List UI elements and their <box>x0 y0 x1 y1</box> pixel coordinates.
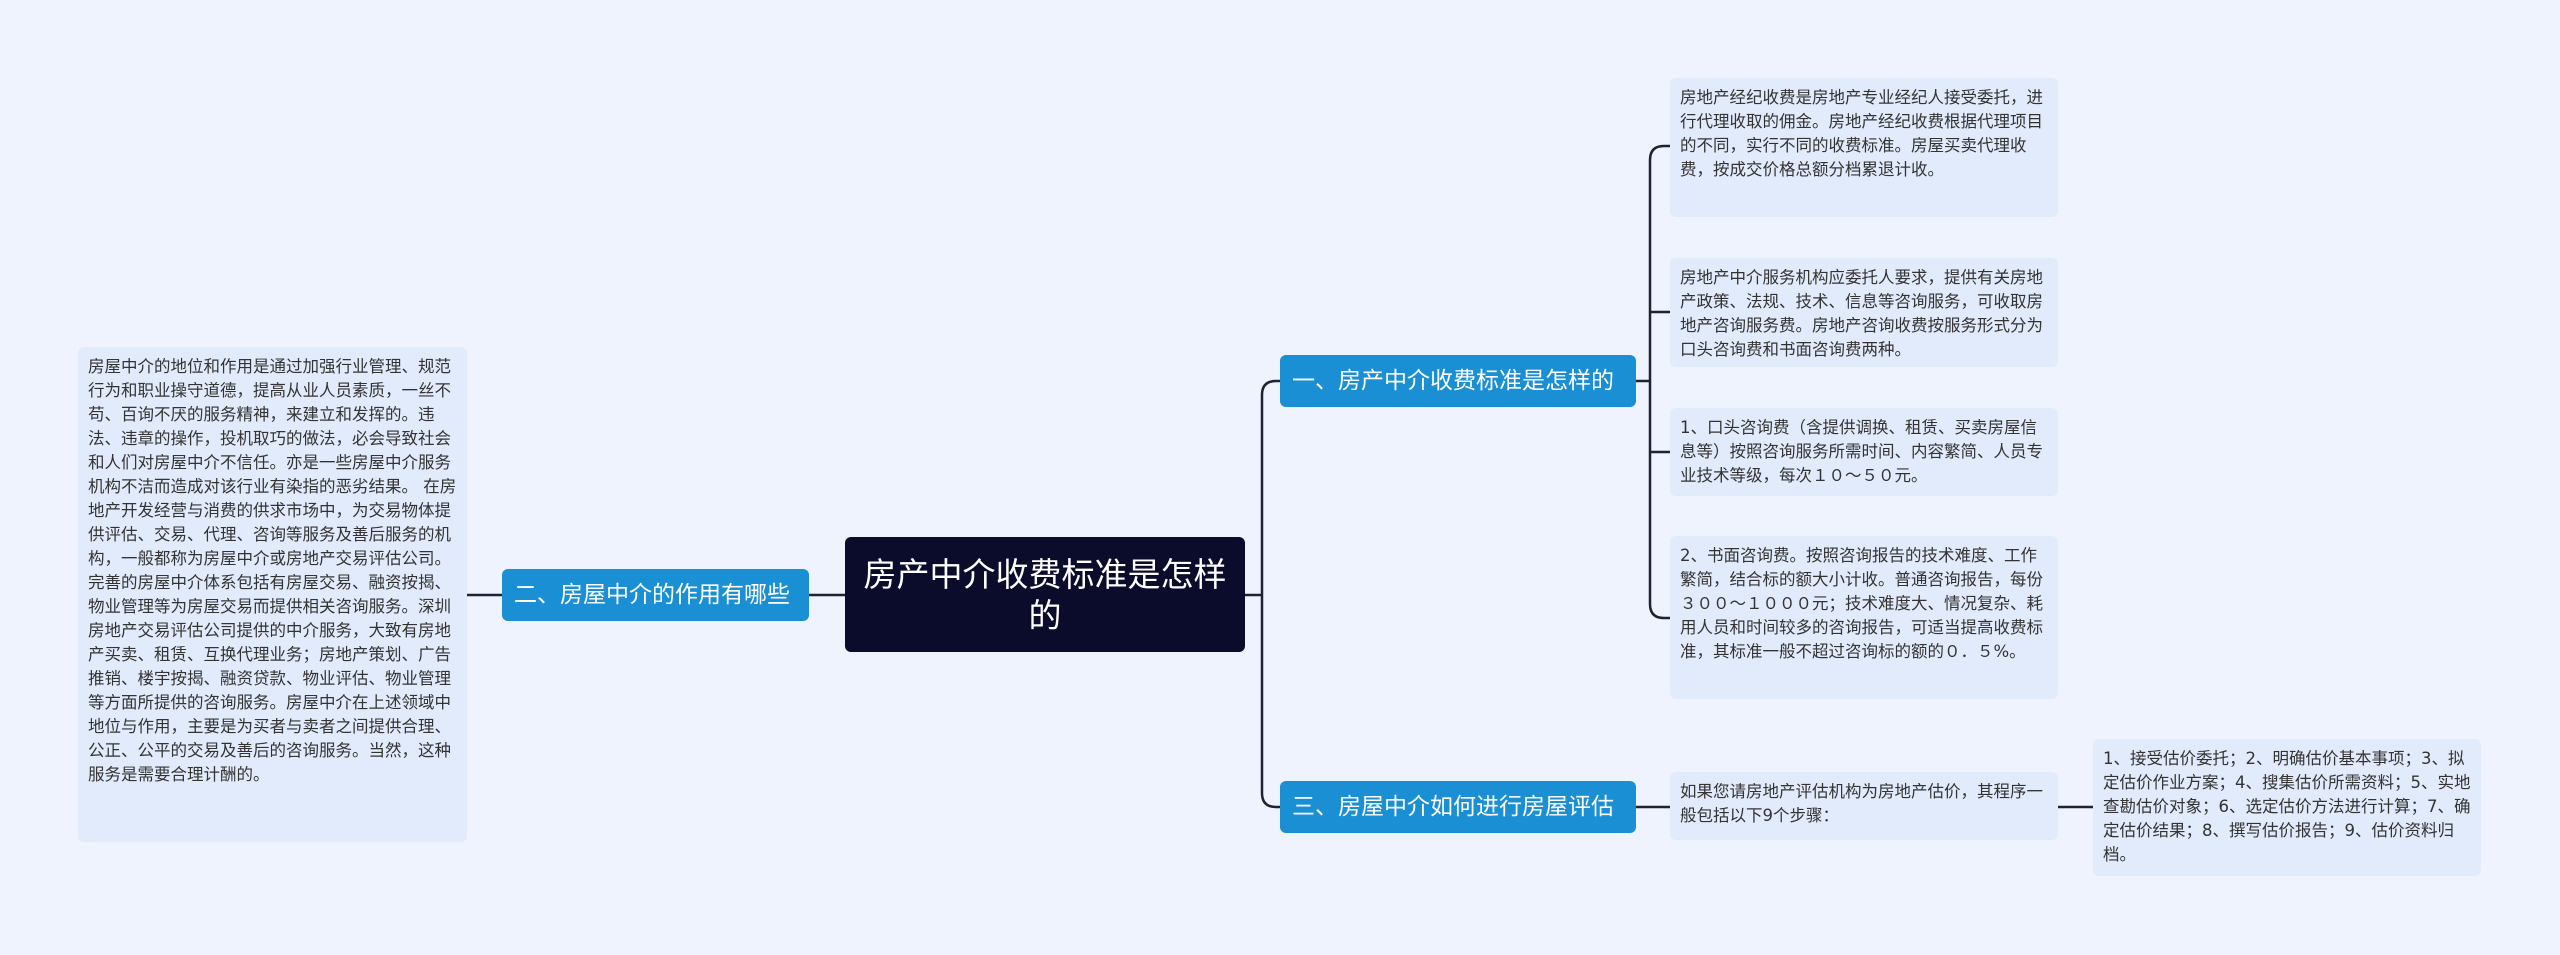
branch-agency-role[interactable]: 二、房屋中介的作用有哪些 <box>502 569 809 621</box>
leaf-agency-role-text[interactable]: 房屋中介的地位和作用是通过加强行业管理、规范行为和职业操守道德，提高从业人员素质… <box>78 347 467 842</box>
connector-b1-leaves <box>1648 144 1670 620</box>
leaf-text: 房地产经纪收费是房地产专业经纪人接受委托，进行代理收取的佣金。房地产经纪收费根据… <box>1680 88 2043 179</box>
leaf-text: 房地产中介服务机构应委托人要求，提供有关房地产政策、法规、技术、信息等咨询服务，… <box>1680 268 2043 359</box>
branch-house-appraisal[interactable]: 三、房屋中介如何进行房屋评估 <box>1280 781 1636 833</box>
leaf-text: 如果您请房地产评估机构为房地产估价，其程序一般包括以下9个步骤： <box>1680 782 2043 825</box>
leaf-text: 2、书面咨询费。按照咨询报告的技术难度、工作繁简，结合标的额大小计收。普通咨询报… <box>1680 546 2043 661</box>
leaf-brokerage-fee[interactable]: 房地产经纪收费是房地产专业经纪人接受委托，进行代理收取的佣金。房地产经纪收费根据… <box>1670 78 2058 217</box>
branch-fee-standard[interactable]: 一、房产中介收费标准是怎样的 <box>1280 355 1636 407</box>
leaf-oral-consulting-fee[interactable]: 1、口头咨询费（含提供调换、租赁、买卖房屋信息等）按照咨询服务所需时间、内容繁简… <box>1670 408 2058 496</box>
root-title: 房产中介收费标准是怎样的 <box>863 554 1227 635</box>
branch-label: 三、房屋中介如何进行房屋评估 <box>1292 794 1614 820</box>
branch-label: 二、房屋中介的作用有哪些 <box>514 582 790 608</box>
connector-right-trunk <box>1260 379 1280 809</box>
leaf-written-consulting-fee[interactable]: 2、书面咨询费。按照咨询报告的技术难度、工作繁简，结合标的额大小计收。普通咨询报… <box>1670 536 2058 699</box>
leaf-text: 1、接受估价委托；2、明确估价基本事项；3、拟定估价作业方案；4、搜集估价所需资… <box>2103 749 2471 864</box>
branch-label: 一、房产中介收费标准是怎样的 <box>1292 368 1614 394</box>
leaf-appraisal-steps[interactable]: 1、接受估价委托；2、明确估价基本事项；3、拟定估价作业方案；4、搜集估价所需资… <box>2093 739 2481 876</box>
leaf-text: 1、口头咨询费（含提供调换、租赁、买卖房屋信息等）按照咨询服务所需时间、内容繁简… <box>1680 418 2043 485</box>
leaf-appraisal-intro[interactable]: 如果您请房地产评估机构为房地产估价，其程序一般包括以下9个步骤： <box>1670 772 2058 840</box>
root-node[interactable]: 房产中介收费标准是怎样的 <box>845 537 1245 652</box>
leaf-consulting-fee[interactable]: 房地产中介服务机构应委托人要求，提供有关房地产政策、法规、技术、信息等咨询服务，… <box>1670 258 2058 367</box>
leaf-text: 房屋中介的地位和作用是通过加强行业管理、规范行为和职业操守道德，提高从业人员素质… <box>88 357 457 784</box>
